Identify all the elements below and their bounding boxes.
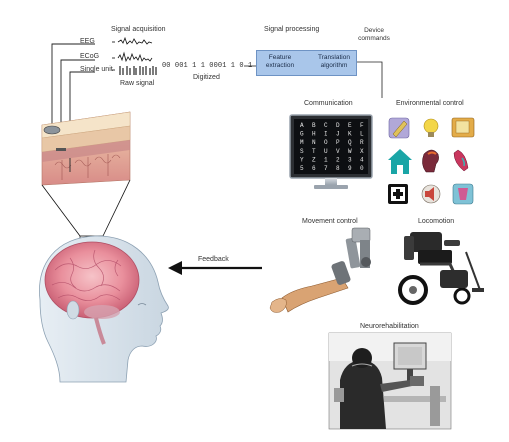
- label-environmental-control: Environmental control: [396, 100, 464, 107]
- speller-cell: F: [360, 122, 364, 129]
- lightbulb-icon: [423, 118, 439, 137]
- speller-cell: I: [324, 131, 328, 138]
- speller-cell: B: [312, 122, 316, 129]
- head-icon: [422, 149, 439, 173]
- phone-icon: [453, 149, 469, 172]
- head-illustration: [39, 235, 169, 383]
- speller-cell: 1: [324, 156, 328, 163]
- label-signal-acquisition: Signal acquisition: [111, 26, 166, 33]
- speller-cell: U: [324, 148, 328, 155]
- label-movement-control: Movement control: [302, 218, 358, 225]
- label-feature-extraction: Feature extraction: [265, 54, 295, 69]
- speller-cell: J: [336, 131, 340, 138]
- device-command-line: [355, 61, 383, 98]
- label-signal-processing: Signal processing: [264, 26, 320, 33]
- speller-cell: 8: [336, 165, 340, 172]
- speller-cell: 2: [336, 156, 340, 163]
- speller-cell: 6: [312, 165, 316, 172]
- label-raw-signal: Raw signal: [120, 80, 155, 87]
- single-unit-spikes: [119, 66, 157, 75]
- speller-cell: Q: [348, 139, 352, 146]
- speller-cell: H: [312, 131, 316, 138]
- neurorehab-photo: [328, 332, 452, 430]
- environmental-icons: [388, 117, 475, 205]
- speller-cell: G: [300, 131, 304, 138]
- speller-cell: O: [324, 139, 328, 146]
- house-icon: [388, 149, 412, 174]
- label-digitized: Digitized: [193, 74, 220, 81]
- label-device-commands: Device commands: [358, 27, 390, 42]
- glass-icon: [452, 183, 474, 205]
- speller-cell: W: [348, 148, 352, 155]
- speaker-icon: [421, 184, 441, 204]
- signal-processing-box: [256, 50, 357, 76]
- label-eeg: EEG: [80, 38, 95, 45]
- communication-grid: A B C D E F G H I J K L M N O P Q R S T U V W X Y Z 1 2 3 4 5 6 7 8 9 0: [300, 122, 364, 172]
- speller-cell: Y: [300, 156, 304, 163]
- speller-cell: 3: [348, 156, 352, 163]
- tv-icon: [451, 117, 475, 138]
- wheelchair: [398, 232, 484, 305]
- speller-cell: E: [348, 122, 352, 129]
- speller-cell: T: [312, 148, 316, 155]
- speller-cell: S: [300, 148, 304, 155]
- label-ecog: ECoG: [80, 53, 100, 60]
- speller-cell: D: [336, 122, 340, 129]
- speller-cell: Z: [312, 156, 316, 163]
- feedback-arrow: [168, 261, 262, 275]
- eeg-waveform: [117, 36, 153, 63]
- speller-cell: A: [300, 122, 304, 129]
- label-binary: 00 001 1 1 0001 1 0 1 0 1 1 0 1 1 0 1: [162, 62, 322, 70]
- robotic-arm: [269, 227, 371, 313]
- communication-monitor: A B C D E F G H I J K L M N O P Q R S T U V W X Y Z 1 2 3 4 5 6 7 8 9 0: [289, 114, 373, 189]
- speller-cell: L: [360, 131, 364, 138]
- speller-cell: 5: [300, 165, 304, 172]
- speller-cell: X: [360, 148, 364, 155]
- pencil-icon: [388, 117, 410, 139]
- speller-cell: M: [300, 139, 304, 146]
- speller-cell: 0: [360, 165, 364, 172]
- tissue-block: [41, 111, 131, 186]
- label-feedback: Feedback: [198, 256, 229, 263]
- speller-cell: 4: [360, 156, 364, 163]
- label-neurorehabilitation: Neurorehabilitation: [360, 323, 419, 330]
- speller-cell: K: [348, 131, 352, 138]
- speller-cell: P: [336, 139, 340, 146]
- speller-cell: V: [336, 148, 340, 155]
- speller-cell: N: [312, 139, 316, 146]
- label-communication: Communication: [304, 100, 353, 107]
- speller-cell: C: [324, 122, 328, 129]
- speller-cell: 9: [348, 165, 352, 172]
- speller-cell: R: [360, 139, 364, 146]
- label-single-unit: Single unit: [80, 66, 113, 73]
- label-locomotion: Locomotion: [418, 218, 455, 225]
- label-translation-algorithm: Translation algorithm: [318, 54, 350, 69]
- electrode-lines: [51, 41, 115, 158]
- plus-icon: [388, 184, 408, 204]
- speller-cell: 7: [324, 165, 328, 172]
